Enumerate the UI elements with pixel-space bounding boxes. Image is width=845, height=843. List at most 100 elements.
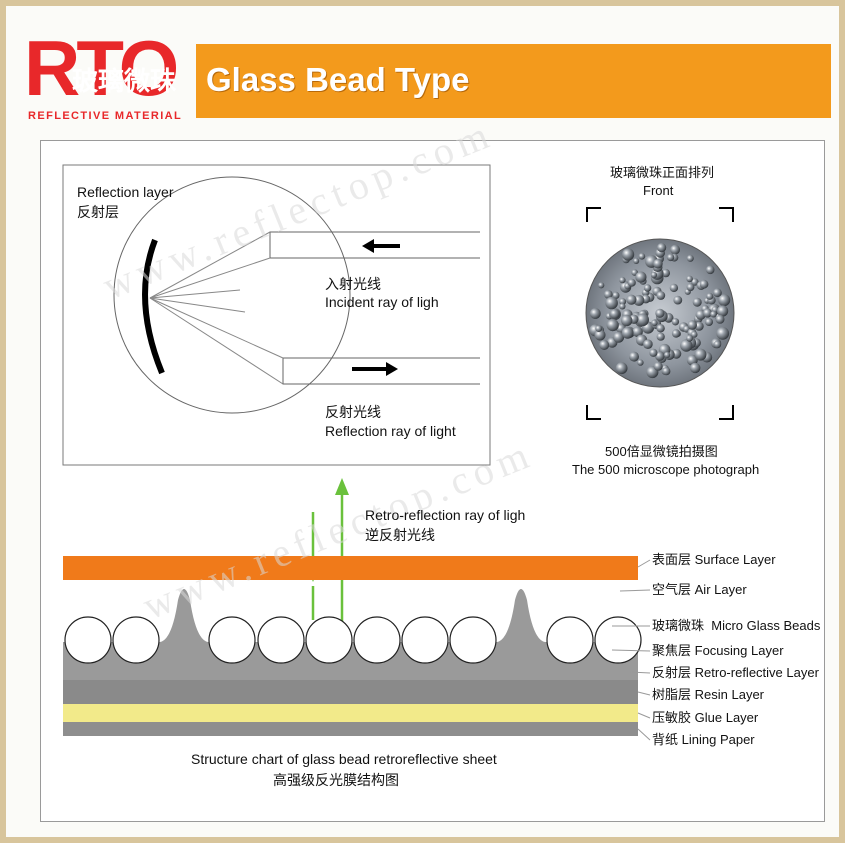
photo-bead bbox=[656, 291, 666, 300]
photo-bead bbox=[621, 326, 634, 339]
photo-bead bbox=[699, 279, 709, 289]
photo-bead bbox=[657, 243, 667, 253]
photo-bead bbox=[655, 308, 665, 318]
photo-bead bbox=[594, 329, 606, 341]
glass-bead-6 bbox=[353, 616, 401, 664]
photo-bead bbox=[615, 362, 628, 375]
photo-caption-bottom-cn: 500倍显微镜拍摄图 bbox=[605, 444, 718, 459]
layer-label-retro: 反射层 Retro-reflective Layer bbox=[652, 665, 819, 680]
photo-bead bbox=[702, 308, 713, 318]
photo-bead bbox=[670, 244, 680, 255]
photo-bead bbox=[653, 361, 663, 371]
leader-line-6 bbox=[637, 691, 651, 696]
glass-bead-circle bbox=[113, 176, 351, 414]
photo-bead bbox=[661, 268, 670, 278]
photo-bead bbox=[662, 367, 671, 376]
photo-bead bbox=[690, 362, 701, 374]
photo-bead bbox=[673, 295, 683, 305]
layer-label-beads: 玻璃微珠 Micro Glass Beads bbox=[652, 618, 821, 633]
photo-bead bbox=[621, 314, 633, 327]
glass-bead-4 bbox=[257, 616, 305, 664]
retro-ray-label-cn: 逆反射光线 bbox=[365, 527, 435, 543]
incident-arrow-head-icon bbox=[362, 239, 374, 253]
photo-bead bbox=[680, 339, 693, 352]
incident-ray-label-cn: 入射光线 bbox=[325, 276, 381, 292]
photo-bead bbox=[605, 296, 618, 310]
photo-bead bbox=[656, 332, 665, 341]
layer-leader-lines bbox=[611, 559, 651, 741]
photo-bead bbox=[713, 288, 722, 298]
photo-bead bbox=[619, 276, 626, 284]
photo-bead bbox=[599, 340, 610, 350]
retro-ray-label: Retro-reflection ray of ligh bbox=[365, 507, 526, 523]
resin-layer bbox=[63, 680, 638, 704]
photo-bead bbox=[651, 319, 658, 327]
photo-bead bbox=[619, 303, 626, 310]
reflection-channel bbox=[282, 357, 480, 385]
photo-bead bbox=[664, 351, 671, 358]
leader-line-4 bbox=[611, 649, 651, 652]
photo-bead bbox=[686, 283, 695, 292]
photo-caption-bottom: The 500 microscope photograph bbox=[572, 462, 760, 477]
photo-bead bbox=[649, 348, 658, 357]
photo-bead bbox=[627, 278, 636, 287]
glass-bead-5 bbox=[305, 616, 353, 664]
photo-bead bbox=[656, 324, 665, 333]
photo-bead bbox=[629, 351, 639, 362]
photo-bead bbox=[694, 348, 707, 361]
photo-bead bbox=[635, 271, 647, 283]
glass-bead-1 bbox=[64, 616, 112, 664]
surface-layer bbox=[63, 556, 638, 580]
layer-label-focusing: 聚焦层 Focusing Layer bbox=[652, 643, 784, 658]
glass-bead-9 bbox=[546, 616, 594, 664]
photo-bead bbox=[671, 329, 681, 338]
photo-bead bbox=[706, 292, 714, 300]
glass-bead-8 bbox=[449, 616, 497, 664]
photo-bead bbox=[669, 283, 679, 293]
layer-label-surface: 表面层 Surface Layer bbox=[652, 552, 776, 567]
reflection-ray-label: Reflection ray of light bbox=[325, 423, 456, 439]
photo-bead bbox=[609, 309, 620, 319]
photo-bead bbox=[692, 297, 702, 307]
photo-bead bbox=[655, 351, 665, 361]
brand-logo: RTO bbox=[24, 24, 179, 112]
photo-bead bbox=[687, 320, 697, 330]
photo-bead bbox=[690, 331, 698, 338]
photo-bead bbox=[632, 326, 643, 338]
photo-caption-top-cn: 玻璃微珠正面排列 bbox=[610, 165, 715, 180]
photo-bead bbox=[633, 258, 640, 264]
photo-bead bbox=[686, 334, 693, 342]
photo-bead bbox=[622, 248, 635, 261]
photo-bead bbox=[636, 313, 649, 327]
reflection-arrow-head-icon bbox=[386, 362, 398, 376]
brand-logo-cn: 玻璃微珠 bbox=[72, 66, 177, 96]
brand-subtitle: REFLECTIVE MATERIAL bbox=[28, 110, 183, 122]
photo-caption-top: Front bbox=[643, 183, 674, 198]
leader-line-5 bbox=[629, 671, 651, 674]
photo-bead bbox=[666, 253, 675, 262]
layer-label-resin: 树脂层 Resin Layer bbox=[652, 687, 765, 702]
glass-bead-2 bbox=[112, 616, 160, 664]
reflection-ray-label-cn: 反射光线 bbox=[325, 404, 381, 420]
leader-line-8 bbox=[637, 728, 651, 741]
leader-line-2 bbox=[619, 589, 651, 592]
retro-up-arrow-head-icon bbox=[335, 478, 349, 495]
photo-bead bbox=[595, 325, 603, 332]
photo-bead bbox=[691, 278, 699, 286]
leader-line-7 bbox=[637, 712, 651, 719]
microscope-photo bbox=[585, 207, 735, 420]
leader-line-1 bbox=[637, 559, 651, 568]
glass-bead-balls bbox=[589, 243, 731, 379]
photo-bead bbox=[626, 294, 637, 305]
reflection-layer-arc bbox=[142, 238, 165, 375]
incident-ray-label: Incident ray of ligh bbox=[325, 294, 439, 310]
photo-bead bbox=[653, 258, 663, 269]
photo-bead bbox=[705, 318, 713, 326]
photo-bead bbox=[603, 290, 613, 299]
layer-label-glue: 压敏胶 Glue Layer bbox=[652, 710, 759, 725]
photo-bead bbox=[671, 318, 680, 326]
photo-bead bbox=[713, 340, 722, 349]
glass-bead-7 bbox=[401, 616, 449, 664]
photo-bead bbox=[612, 291, 620, 299]
photo-bead bbox=[589, 308, 601, 319]
